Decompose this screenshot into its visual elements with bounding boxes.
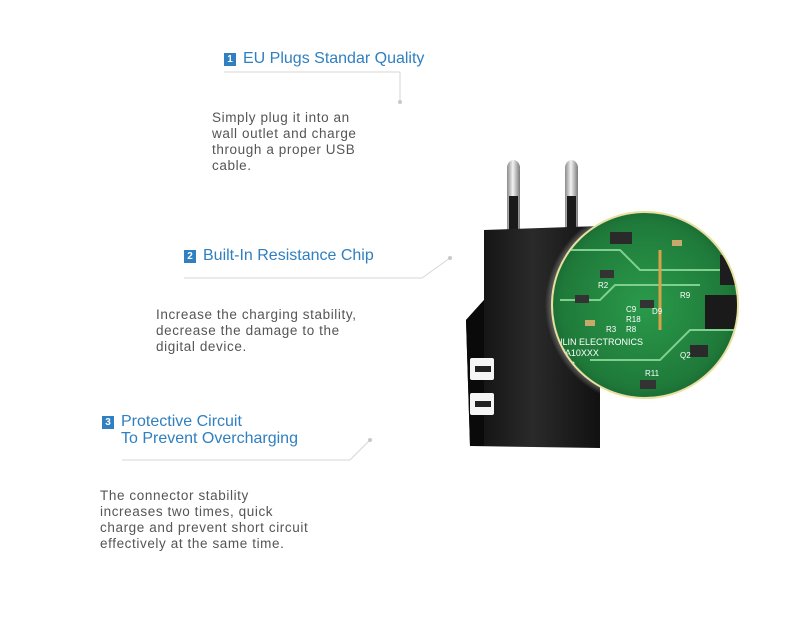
feature-3-title: 3 Protective Circuit To Prevent Overcharg…	[102, 413, 298, 447]
pcb-label-r8: R8	[626, 325, 637, 334]
feature-1-title: 1 EU Plugs Standar Quality	[224, 50, 424, 67]
eu-plug-pins	[507, 160, 578, 236]
pcb-model-marking: TA10XXX	[560, 348, 599, 358]
pcb-label-r18: R18	[626, 315, 641, 324]
pcb-brand-marking: NLIN ELECTRONICS	[556, 337, 643, 347]
pcb-label-r9: R9	[680, 291, 691, 300]
feature-3-number-badge: 3	[102, 416, 114, 429]
pcb-label-r3: R3	[606, 325, 617, 334]
pcb-label-r11: R11	[645, 369, 660, 378]
feature-3-title-line-2: To Prevent Overcharging	[121, 430, 298, 447]
feature-2-title: 2 Built-In Resistance Chip	[184, 247, 374, 264]
feature-1-title-text: EU Plugs Standar Quality	[243, 50, 425, 67]
pcb-label-r2: R2	[598, 281, 609, 290]
feature-3-title-line-1: Protective Circuit	[121, 413, 242, 430]
pcb-label-q2: Q2	[680, 351, 691, 360]
feature-1-number-badge: 1	[224, 53, 236, 66]
feature-2-description: Increase the charging stability, decreas…	[156, 307, 357, 354]
feature-2-number-badge: 2	[184, 250, 196, 263]
pcb-label-d9: D9	[652, 307, 663, 316]
magnified-pcb-lens: C9 R18 R8 R3 D9 Q2 R11 R9 R2 NLIN ELECTR…	[545, 205, 745, 405]
feature-1-description: Simply plug it into an wall outlet and c…	[212, 110, 357, 173]
feature-3-description: The connector stability increases two ti…	[100, 488, 309, 551]
pcb-label-c9: C9	[626, 305, 637, 314]
feature-2-title-text: Built-In Resistance Chip	[203, 247, 374, 264]
